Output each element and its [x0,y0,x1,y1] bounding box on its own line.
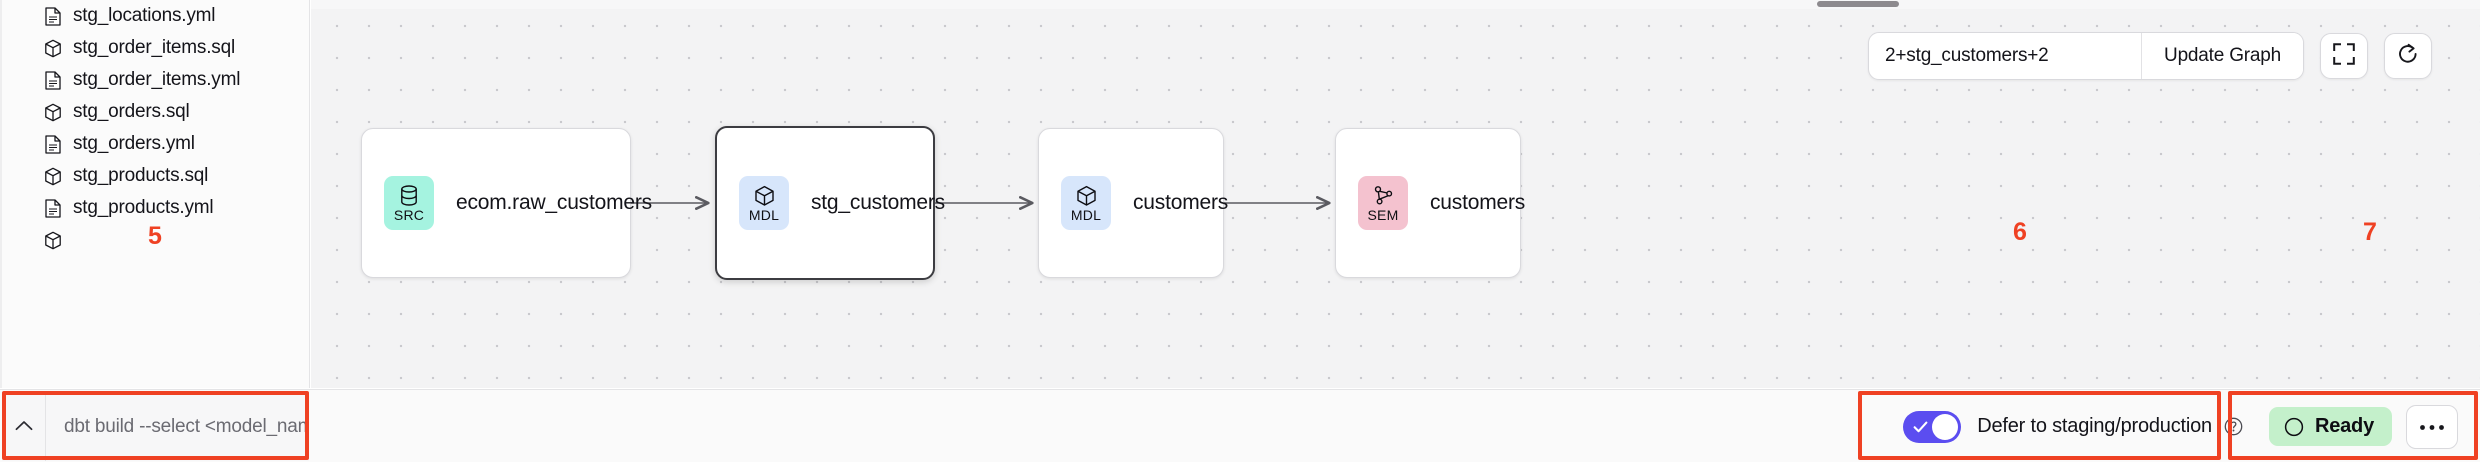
status-circle-icon [2284,417,2304,437]
horizontal-scrollbar-thumb[interactable] [1817,1,1899,7]
update-graph-button[interactable]: Update Graph [2141,33,2303,79]
file-row[interactable]: stg_orders.sql [0,96,309,128]
file-label: stg_orders.yml [73,133,195,154]
node-badge-mdl: MDL [739,176,789,230]
file-row[interactable]: stg_locations.yml [0,0,309,32]
file-row[interactable]: stg_order_items.yml [0,64,309,96]
help-circle-icon[interactable] [2224,417,2243,436]
cube-icon [754,185,775,207]
node-label: customers [1133,191,1229,214]
file-row[interactable]: stg_orders.yml [0,128,309,160]
cube-sql-icon [44,103,62,121]
database-icon [399,184,419,207]
file-explorer-sidebar: stg_locations.yml stg_order_items.sql st… [0,0,310,388]
node-label: customers [1430,191,1526,214]
node-badge-label: SEM [1367,206,1399,223]
cube-sql-icon [44,39,62,57]
cube-icon [1076,185,1097,207]
fullscreen-icon [2333,42,2355,70]
file-yml-icon [44,198,62,218]
file-yml-icon [44,6,62,26]
graph-node-mdl-stg-customers[interactable]: MDL stg_customers [715,126,945,280]
graph-node-src-ecom-raw-customers[interactable]: SRC ecom.raw_customers [361,128,652,278]
bottom-bar-right: Defer to staging/production Ready [1903,390,2458,462]
status-group: Ready [2268,404,2458,449]
graph-toolbar: Update Graph [1868,32,2432,80]
node-badge-label: SRC [393,206,425,223]
file-row-partial[interactable] [0,224,309,256]
ellipsis-icon [2419,418,2445,436]
fullscreen-button[interactable] [2320,33,2368,79]
defer-group: Defer to staging/production [1903,410,2243,443]
node-badge-mdl: MDL [1061,176,1111,230]
chevron-up-icon [15,418,33,436]
node-badge-src: SRC [384,176,434,230]
graph-selector-input[interactable] [1869,33,2142,79]
node-label: stg_customers [811,191,945,214]
graph-node-mdl-customers[interactable]: MDL customers [1038,128,1228,278]
horizontal-scrollbar-track[interactable] [311,0,2480,8]
file-yml-icon [44,70,62,90]
file-label: stg_orders.sql [73,101,190,122]
command-input[interactable] [46,392,309,461]
canvas-top-strip [311,0,2480,9]
file-yml-icon [44,134,62,154]
node-badge-sem: SEM [1358,176,1408,230]
defer-label: Defer to staging/production [1977,415,2212,437]
file-row[interactable]: stg_products.sql [0,160,309,192]
file-label: stg_locations.yml [73,5,216,26]
more-options-button[interactable] [2406,404,2458,449]
refresh-button[interactable] [2384,33,2432,79]
status-badge-label: Ready [2314,415,2374,437]
sidebar-scrollbar[interactable] [0,0,2,388]
node-badge-label: MDL [748,206,780,223]
file-label: stg_products.yml [73,197,214,218]
graph-node-sem-customers[interactable]: SEM customers [1335,128,1525,278]
file-label: stg_order_items.yml [73,69,241,90]
refresh-icon [2396,42,2420,71]
file-label: stg_order_items.sql [73,37,235,58]
status-badge[interactable]: Ready [2268,407,2392,446]
node-label: ecom.raw_customers [456,191,652,214]
lineage-graph-canvas[interactable]: SRC ecom.raw_customers MDL stg_customers… [311,0,2480,388]
check-icon [1913,420,1929,439]
network-icon [1373,185,1394,207]
bottom-bar: Defer to staging/production Ready [0,389,2480,462]
cube-sql-icon [44,231,62,249]
toggle-knob [1932,413,1959,440]
file-row[interactable]: stg_order_items.sql [0,32,309,64]
command-collapse-button[interactable] [2,392,46,461]
node-badge-label: MDL [1070,206,1102,223]
file-label: stg_products.sql [73,165,209,186]
file-row[interactable]: stg_products.yml [0,192,309,224]
command-bar [2,392,309,461]
defer-toggle[interactable] [1903,410,1962,443]
graph-selector-group: Update Graph [1868,32,2304,80]
cube-sql-icon [44,167,62,185]
